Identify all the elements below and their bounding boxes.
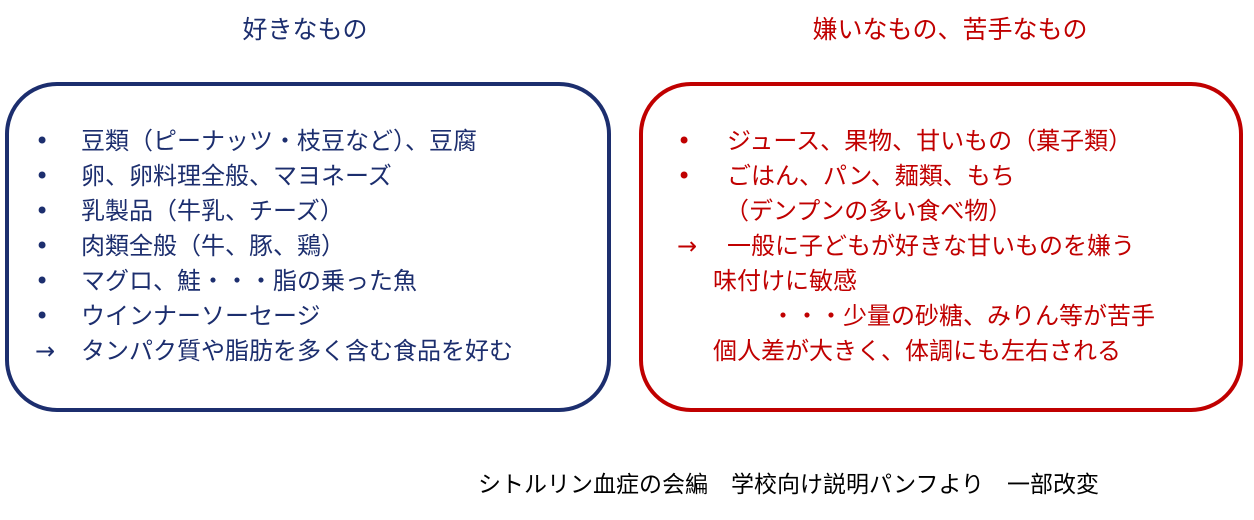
dislikes-conclusion-line: 味付けに敏感 bbox=[713, 267, 857, 295]
dislikes-conclusion-line: 個人差が大きく、体調にも左右される bbox=[713, 337, 1121, 365]
dislikes-conclusion-line: ・・・少量の砂糖、みりん等が苦手 bbox=[771, 302, 1155, 330]
bullet-icon: • bbox=[35, 127, 50, 155]
likes-item: マグロ、鮭・・・脂の乗った魚 bbox=[81, 267, 417, 295]
dislikes-panel: • ジュース、果物、甘いもの（菓子類） • ごはん、パン、麺類、もち （デンプン… bbox=[639, 82, 1243, 412]
dislikes-item: ごはん、パン、麺類、もち bbox=[727, 162, 1015, 190]
likes-item: 豆類（ピーナッツ・枝豆など）、豆腐 bbox=[81, 127, 477, 155]
likes-item: 卵、卵料理全般、マヨネーズ bbox=[81, 162, 392, 190]
likes-item: 乳製品（牛乳、チーズ） bbox=[81, 197, 344, 225]
source-note: シトルリン血症の会編 学校向け説明パンフより 一部改変 bbox=[478, 472, 1099, 498]
likes-item: ウインナーソーセージ bbox=[81, 302, 321, 330]
bullet-icon: • bbox=[677, 162, 692, 190]
bullet-icon: • bbox=[35, 162, 50, 190]
bullet-icon: • bbox=[35, 302, 50, 330]
likes-item: 肉類全般（牛、豚、鶏） bbox=[81, 232, 345, 260]
bullet-icon: • bbox=[35, 267, 50, 295]
dislikes-conclusion-line: 一般に子どもが好きな甘いものを嫌う bbox=[727, 232, 1135, 260]
bullet-icon: • bbox=[35, 197, 50, 225]
dislikes-item: ジュース、果物、甘いもの（菓子類） bbox=[727, 127, 1133, 155]
bullet-icon: • bbox=[677, 127, 692, 155]
dislikes-item-continuation: （デンプンの多い食べ物） bbox=[725, 197, 1013, 225]
likes-conclusion: タンパク質や脂肪を多く含む食品を好む bbox=[81, 337, 513, 365]
arrow-right-icon: → bbox=[35, 337, 56, 365]
dislikes-heading: 嫌いなもの、苦手なもの bbox=[812, 15, 1088, 44]
likes-heading: 好きなもの bbox=[242, 15, 368, 44]
bullet-icon: • bbox=[35, 232, 50, 260]
arrow-right-icon: → bbox=[677, 232, 698, 260]
likes-panel: • 豆類（ピーナッツ・枝豆など）、豆腐 • 卵、卵料理全般、マヨネーズ • 乳製… bbox=[5, 82, 611, 412]
